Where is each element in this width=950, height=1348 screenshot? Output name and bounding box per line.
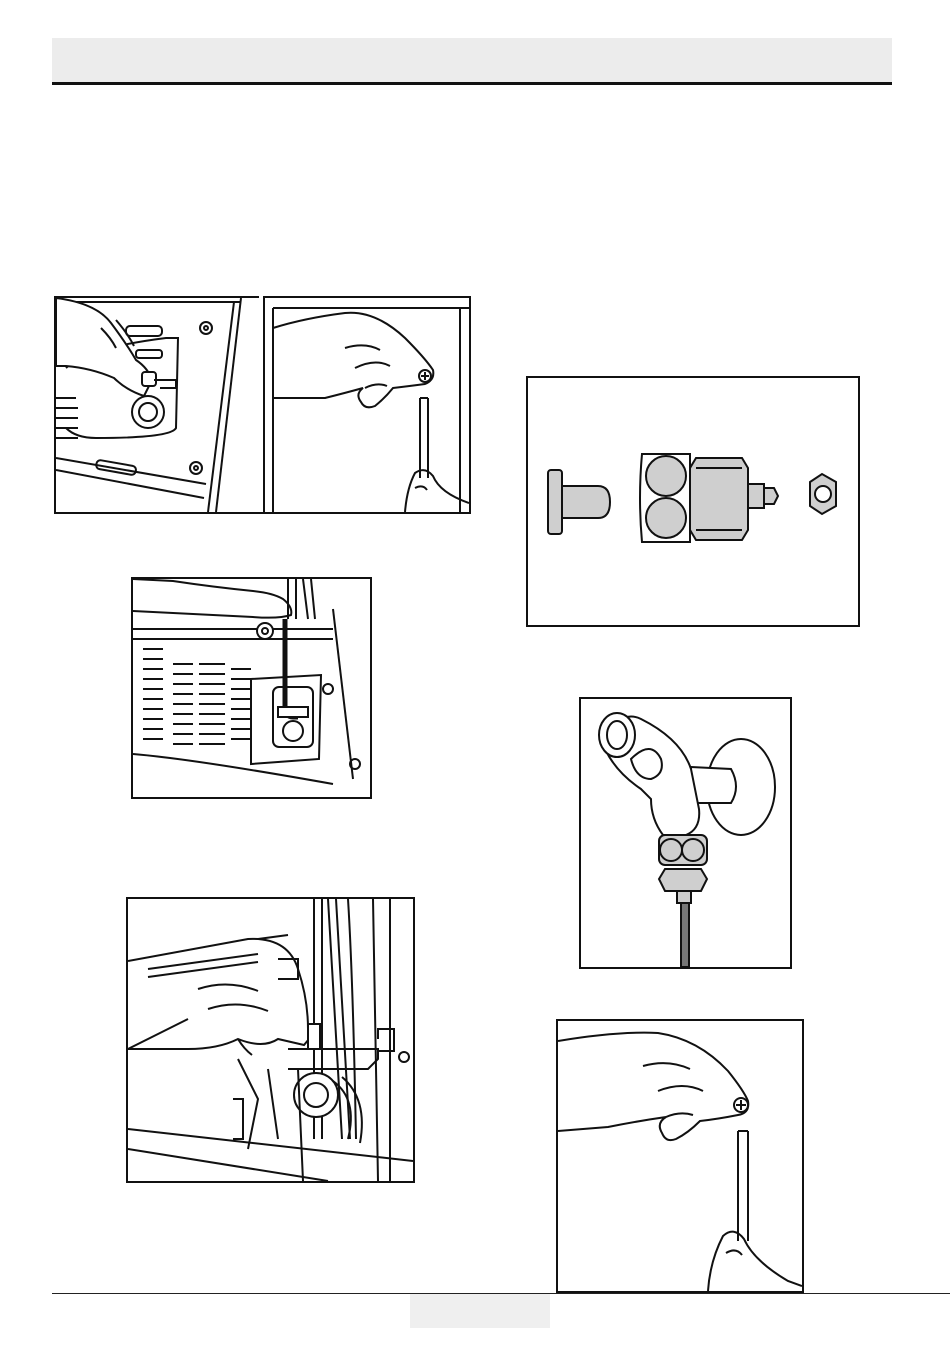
hand-with-plug-and-tube-illustration xyxy=(265,298,469,512)
figure-route-hose xyxy=(131,577,372,799)
figure-remove-plug xyxy=(54,296,263,514)
figure-fix-hose-clamp xyxy=(126,897,415,1183)
remove-plug-from-back-panel-illustration xyxy=(56,298,261,512)
valve-adapter-parts-illustration xyxy=(528,378,858,625)
figure-insert-plug-tube-top xyxy=(263,296,471,514)
hand-with-plug-and-tube-illustration xyxy=(558,1021,802,1291)
page-number-tab xyxy=(410,1294,550,1328)
tap-valve-with-hose-illustration xyxy=(581,699,790,967)
figure-valve-parts xyxy=(526,376,860,627)
figure-insert-plug-tube-bottom xyxy=(556,1019,804,1293)
page-header-bar xyxy=(52,38,892,85)
fix-hose-in-clamp-illustration xyxy=(128,899,413,1181)
route-water-hose-on-back-panel-illustration xyxy=(133,579,370,797)
figure-tap-valve xyxy=(579,697,792,969)
